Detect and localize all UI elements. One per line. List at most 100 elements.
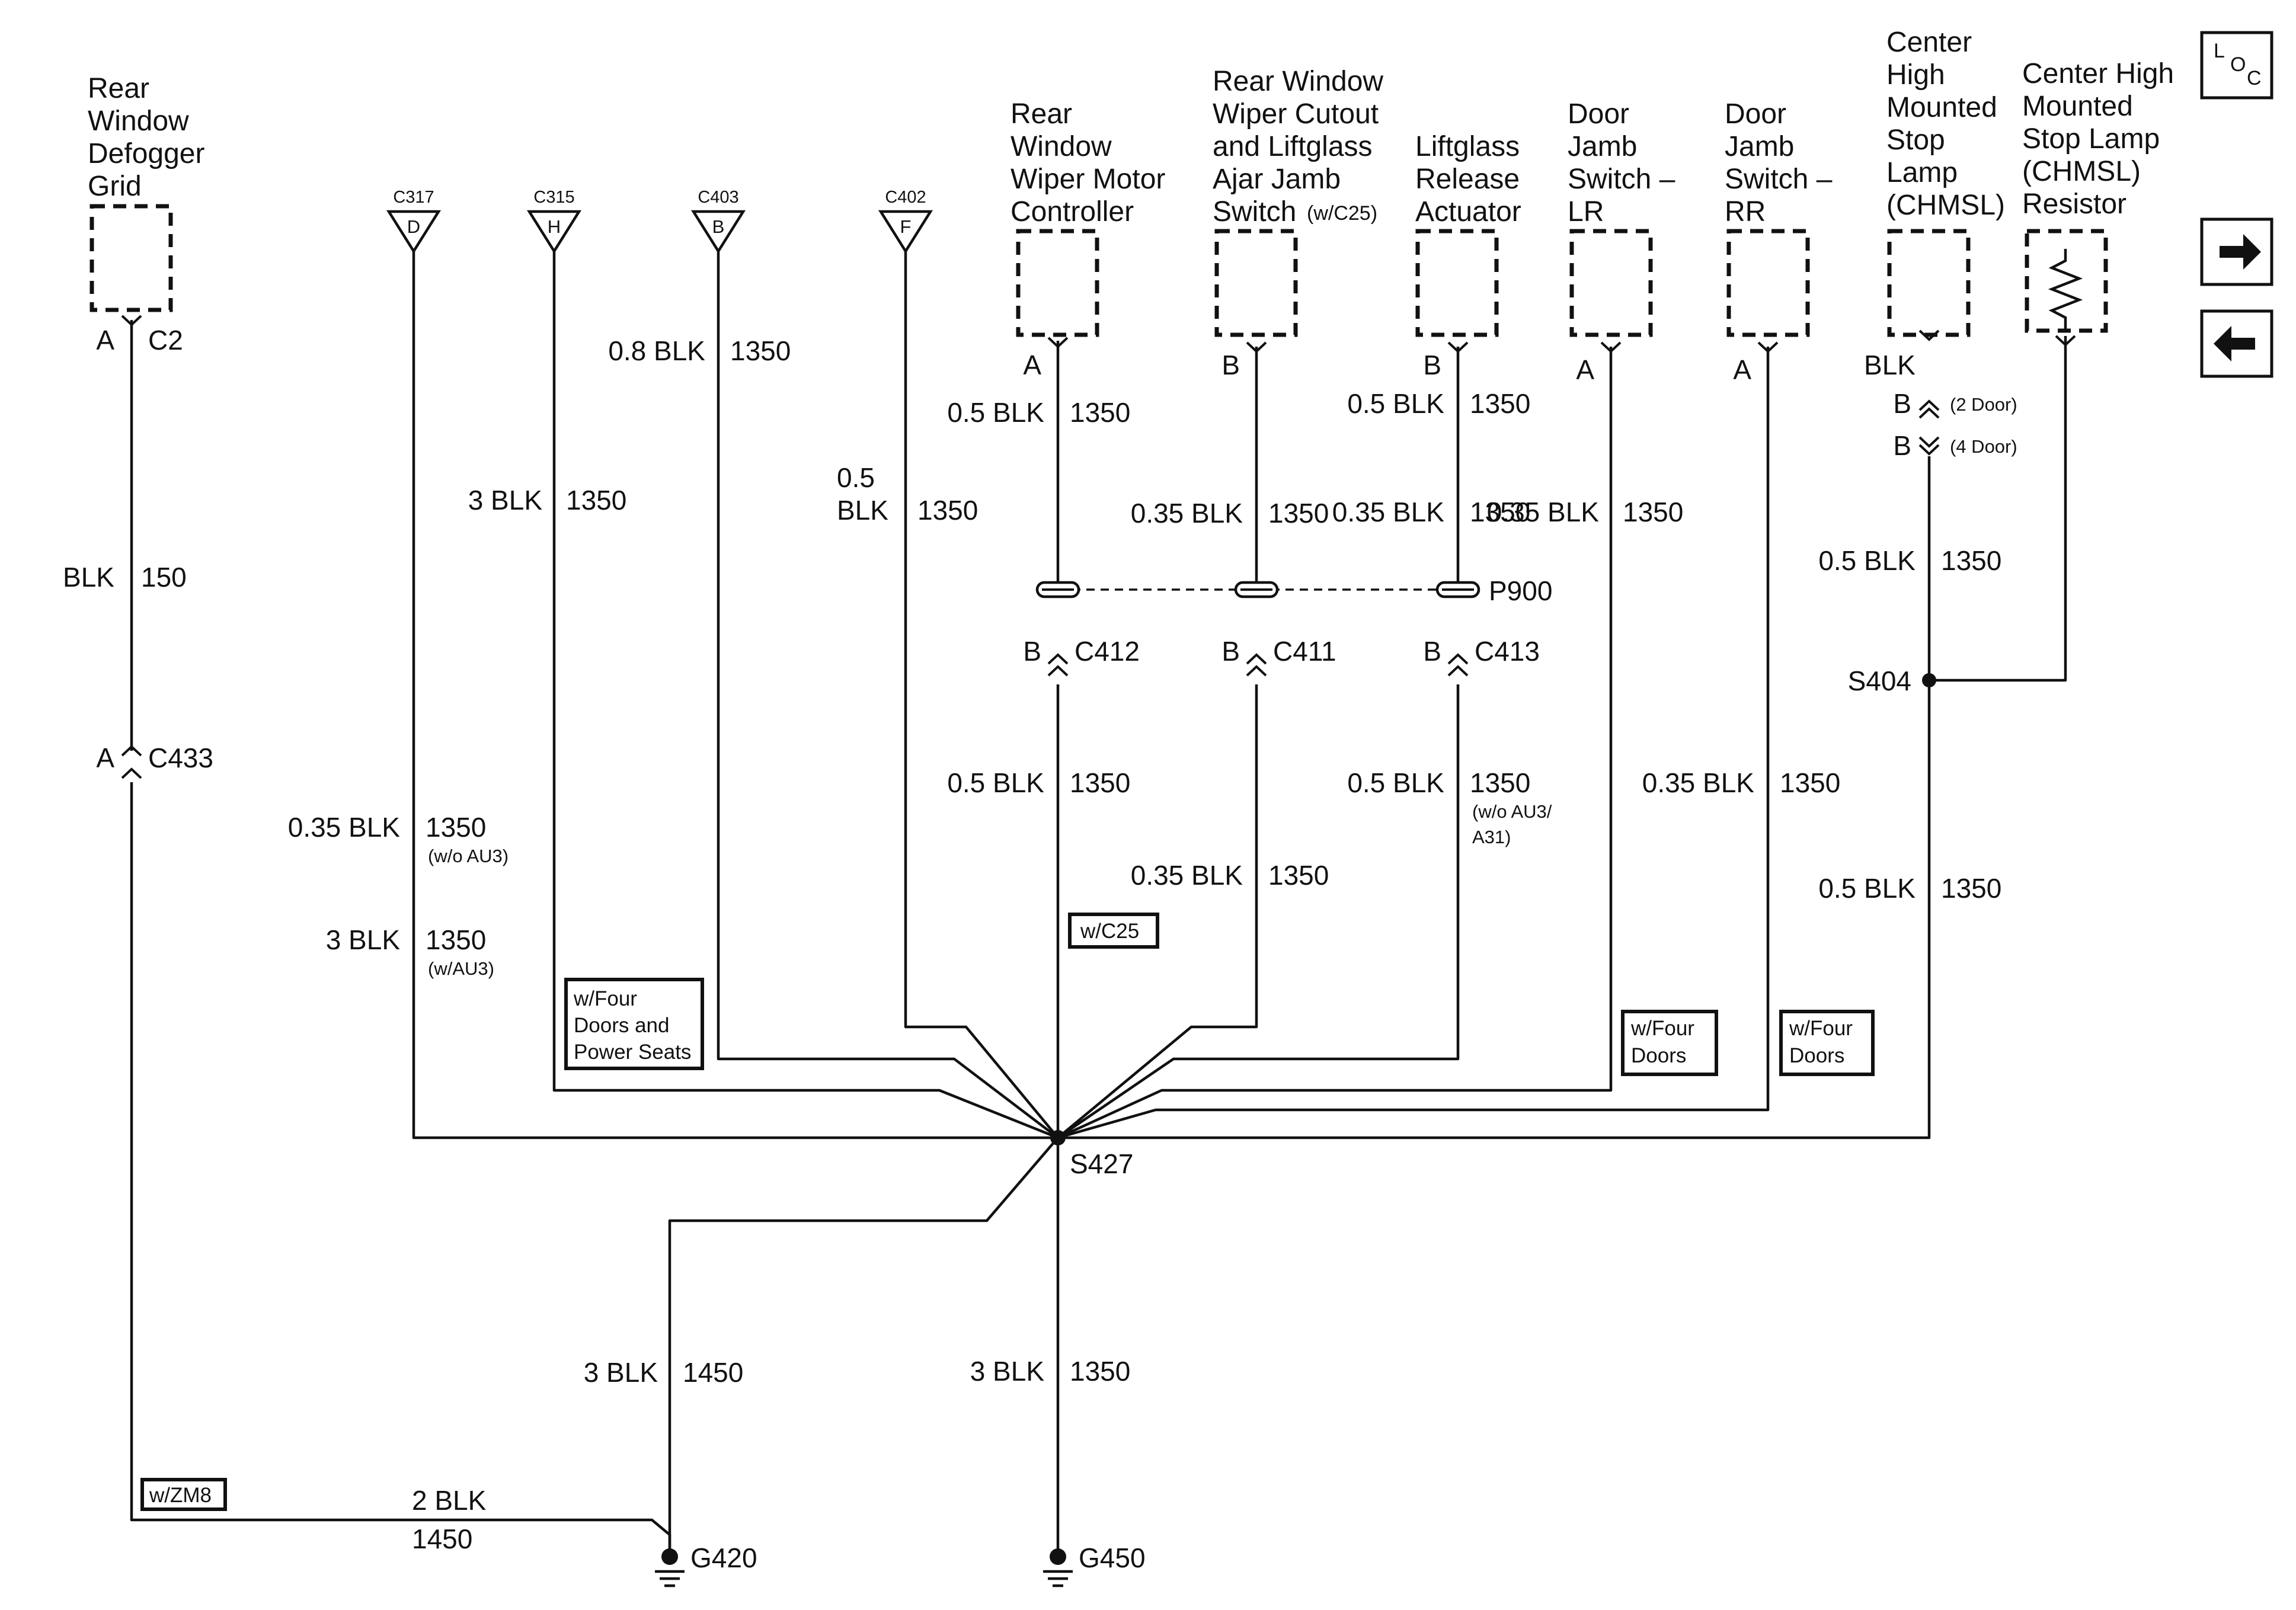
chmsl-title-2: High	[1886, 59, 1945, 91]
wire-defogger-color: BLK	[63, 562, 114, 593]
door-lr-title-4: LR	[1568, 196, 1604, 228]
option-four-doors-rr-2: Doors	[1789, 1044, 1844, 1067]
wire-g420-drop	[668, 1137, 1059, 1551]
wire-liftglass-lower-note-2: A31)	[1472, 827, 1511, 847]
wire-door-lr-color: 0.35 BLK	[1487, 497, 1600, 527]
option-w-zm8: w/ZM8	[149, 1484, 212, 1507]
wire-c402-size: 0.5	[837, 462, 875, 493]
chmsl-title-5: Lamp	[1886, 157, 1958, 188]
wire-g420-drop-color: 3 BLK	[584, 1357, 658, 1388]
splice-s427-label: S427	[1070, 1148, 1133, 1179]
wire-liftglass-lower	[1057, 684, 1460, 1139]
wire-c317-a-color: 0.35 BLK	[288, 812, 401, 843]
door-lr-title-3: Switch –	[1568, 164, 1675, 195]
chmsl-title-1: Center	[1886, 27, 1972, 58]
wiper-cutout-title-3: and Liftglass	[1213, 131, 1373, 162]
wire-c315-color: 3 BLK	[468, 485, 543, 516]
wire-liftglass-upper-circuit: 1350	[1470, 497, 1530, 527]
chmsl-resistor-box	[2025, 229, 2108, 333]
pin-symbols	[121, 315, 2076, 779]
wire-c315	[552, 250, 1059, 1140]
option-w-zm8-box	[140, 1478, 227, 1511]
liftglass-box	[1415, 229, 1499, 337]
wire-c317	[412, 250, 1058, 1140]
wire-liftglass-lower-circuit: 1350	[1470, 767, 1530, 798]
wire-wiper-motor-lower-circuit: 1350	[1070, 767, 1130, 798]
door-lr-title-2: Jamb	[1568, 131, 1637, 162]
wire-zm8-run	[130, 782, 671, 1551]
ground-g420-dot	[661, 1548, 678, 1565]
loc-button[interactable]	[2200, 31, 2273, 100]
option-four-doors-lr-2: Doors	[1631, 1044, 1686, 1067]
wire-c403-circuit: 1350	[730, 335, 791, 366]
c315-label: C315	[533, 188, 574, 207]
option-boxes	[140, 913, 1875, 1511]
door-rr-title-1: Door	[1725, 98, 1786, 130]
wire-liftglass-upper-color: 0.35 BLK	[1332, 497, 1445, 527]
wire-zm8-circuit: 1450	[412, 1523, 472, 1554]
ground-g450	[1043, 1548, 1073, 1587]
wiper-motor-title-4: Controller	[1011, 196, 1134, 228]
option-four-doors-lr-1: w/Four	[1630, 1017, 1694, 1040]
pin-door-rr-chevron	[1757, 341, 1779, 353]
chmsl-resistor-title-5: Resistor	[2022, 188, 2126, 220]
liftglass-title-1: Liftglass	[1415, 131, 1520, 162]
wire-zm8-color: 2 BLK	[412, 1485, 487, 1516]
resistor-icon	[2048, 249, 2083, 331]
c315-triangle	[526, 210, 582, 254]
c315-pin: H	[548, 216, 561, 237]
c403-pin: B	[712, 216, 725, 237]
wire-c317-b-note: (w/AU3)	[428, 958, 494, 979]
wire-c317-b-color: 3 BLK	[326, 924, 401, 955]
chmsl-title-4: Stop	[1886, 124, 1945, 156]
loc-letter-o: O	[2230, 53, 2246, 76]
wiper-cutout-title-1: Rear Window	[1213, 66, 1383, 97]
wire-chmsl-lower-color: 0.5 BLK	[1818, 873, 1916, 904]
c433-connector-icon	[121, 745, 142, 779]
option-four-doors-power-seats-1: w/Four	[573, 987, 637, 1010]
wiper-cutout-title-4: Ajar Jamb	[1213, 164, 1341, 195]
wiper-motor-pin: A	[1023, 350, 1041, 380]
wire-wiper-cutout-lower-circuit: 1350	[1268, 860, 1329, 891]
chmsl-pin-2door-note: (2 Door)	[1950, 394, 2017, 415]
door-rr-title-2: Jamb	[1725, 131, 1794, 162]
wire-door-rr-lower-color: 0.35 BLK	[1642, 767, 1755, 798]
chmsl-title-3: Mounted	[1886, 92, 1997, 123]
wire-chmsl-upper-color: 0.5 BLK	[1818, 545, 1916, 576]
p900-label: P900	[1489, 575, 1552, 606]
c412-pin: B	[1023, 636, 1041, 667]
chmsl-pin-4door-note: (4 Door)	[1950, 436, 2017, 457]
wiper-cutout-box	[1214, 229, 1298, 337]
wire-wiper-motor-lower-color: 0.5 BLK	[947, 767, 1044, 798]
wire-liftglass-top-circuit: 1350	[1470, 388, 1530, 419]
door-rr-title-3: Switch –	[1725, 164, 1833, 195]
wiper-cutout-title-5: Switch	[1213, 196, 1296, 228]
door-rr-pin: A	[1733, 354, 1751, 385]
wiper-cutout-option: (w/C25)	[1307, 202, 1377, 225]
ground-g450-label: G450	[1079, 1542, 1146, 1573]
defogger-title-4: Grid	[88, 171, 142, 202]
c412-connector-icon	[1047, 653, 1069, 677]
defogger-grid-box	[89, 204, 173, 312]
wire-c315-circuit: 1350	[566, 485, 626, 516]
chmsl-pin-4door: B	[1893, 430, 1911, 461]
defogger-pin: A	[96, 325, 114, 356]
chmsl-box	[1887, 229, 1971, 337]
defogger-title-1: Rear	[88, 73, 149, 104]
wiper-motor-box	[1016, 229, 1099, 337]
wire-chmsl-resistor	[1929, 336, 2067, 682]
chmsl-2door-connector-icon	[1918, 399, 1940, 419]
c403-label: C403	[698, 188, 738, 207]
wire-wiper-motor-upper-circuit: 1350	[1070, 397, 1130, 428]
wire-liftglass-lower-note-1: (w/o AU3/	[1472, 801, 1552, 822]
wire-c317-a-note: (w/o AU3)	[428, 846, 509, 866]
door-lr-pin: A	[1576, 354, 1594, 385]
c413-connector-icon	[1447, 653, 1469, 677]
wiper-motor-title-3: Wiper Motor	[1011, 164, 1165, 195]
c433-label: C433	[148, 742, 213, 773]
c402-pin: F	[900, 216, 912, 237]
c403-triangle	[690, 210, 746, 254]
pin-defogger-chevron	[121, 315, 142, 327]
chmsl-resistor-title-4: (CHMSL)	[2022, 156, 2141, 187]
pin-liftglass-chevron	[1447, 341, 1469, 353]
